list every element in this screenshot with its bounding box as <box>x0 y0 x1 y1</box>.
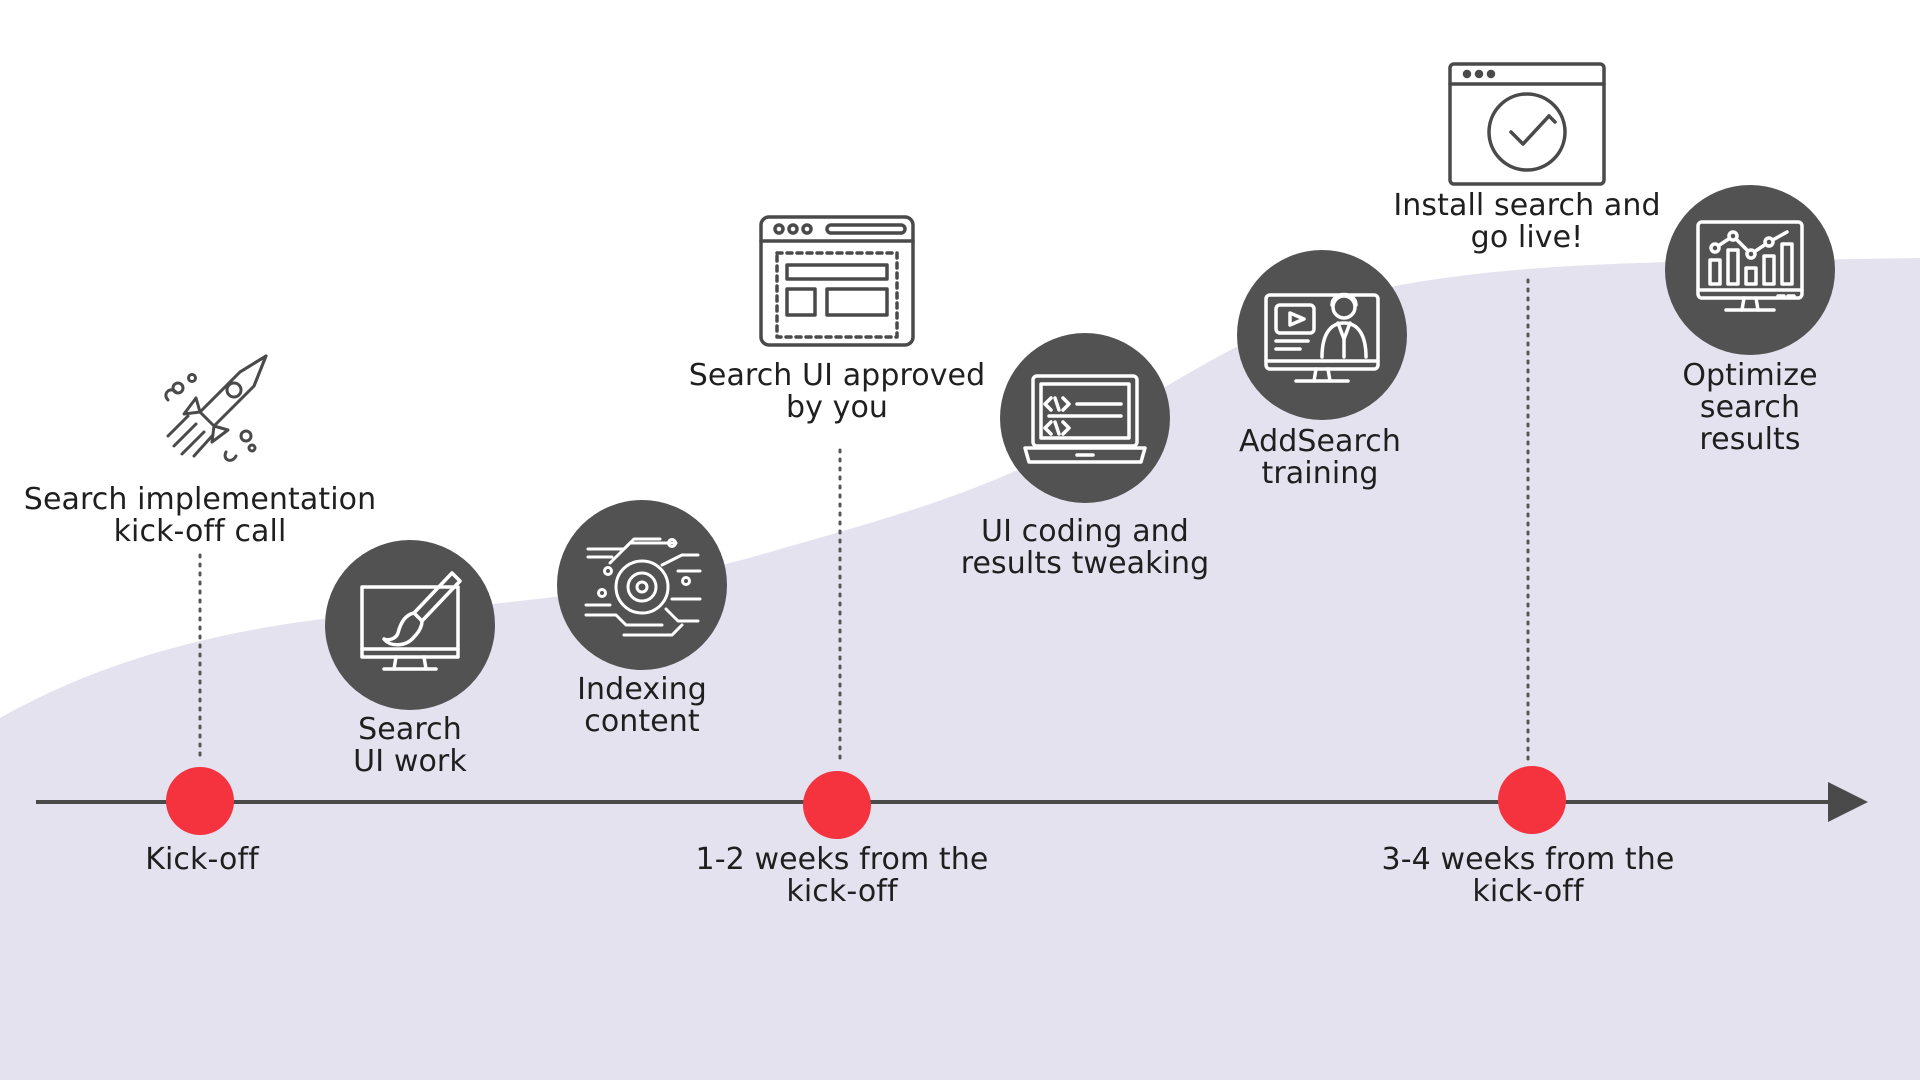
browser-checkmark-icon <box>1448 62 1606 186</box>
step-label-addsearch-training: AddSearch training <box>1238 424 1402 491</box>
background-wave <box>0 258 1920 1080</box>
step-label-install-go-live: Install search and go live! <box>1393 188 1661 255</box>
laptop-code-icon <box>1023 374 1147 464</box>
milestone-label-kickoff: Kick-off <box>145 842 259 877</box>
step-label-optimize-results: Optimize search results <box>1682 358 1818 457</box>
monitor-chart-icon <box>1696 220 1804 312</box>
milestone-dot-1-2-weeks <box>803 771 871 839</box>
circuit-target-icon <box>584 537 702 637</box>
step-8-icon-circle <box>1665 185 1835 355</box>
step-label-kickoff-call: Search implementation kick-off call <box>23 482 377 549</box>
step-label-search-ui-approved: Search UI approved by you <box>688 358 986 425</box>
rocket-icon <box>164 354 268 462</box>
milestone-label-1-2-weeks: 1-2 weeks from the kick-off <box>695 842 989 909</box>
milestone-label-3-4-weeks: 3-4 weeks from the kick-off <box>1381 842 1675 909</box>
step-3-icon-circle <box>557 500 727 670</box>
monitor-video-presenter-icon <box>1264 292 1380 383</box>
monitor-paintbrush-icon <box>360 571 462 671</box>
step-5-icon-circle <box>1000 333 1170 503</box>
step-6-icon-circle <box>1237 250 1407 420</box>
step-2-icon-circle <box>325 540 495 710</box>
step-label-ui-coding: UI coding and results tweaking <box>960 514 1210 581</box>
browser-wireframe-icon <box>759 215 915 347</box>
milestone-dot-3-4-weeks <box>1498 766 1566 834</box>
step-label-indexing-content: Indexing content <box>577 672 707 739</box>
milestone-dot-kickoff <box>166 767 234 835</box>
step-label-search-ui-work: Search UI work <box>353 712 467 779</box>
